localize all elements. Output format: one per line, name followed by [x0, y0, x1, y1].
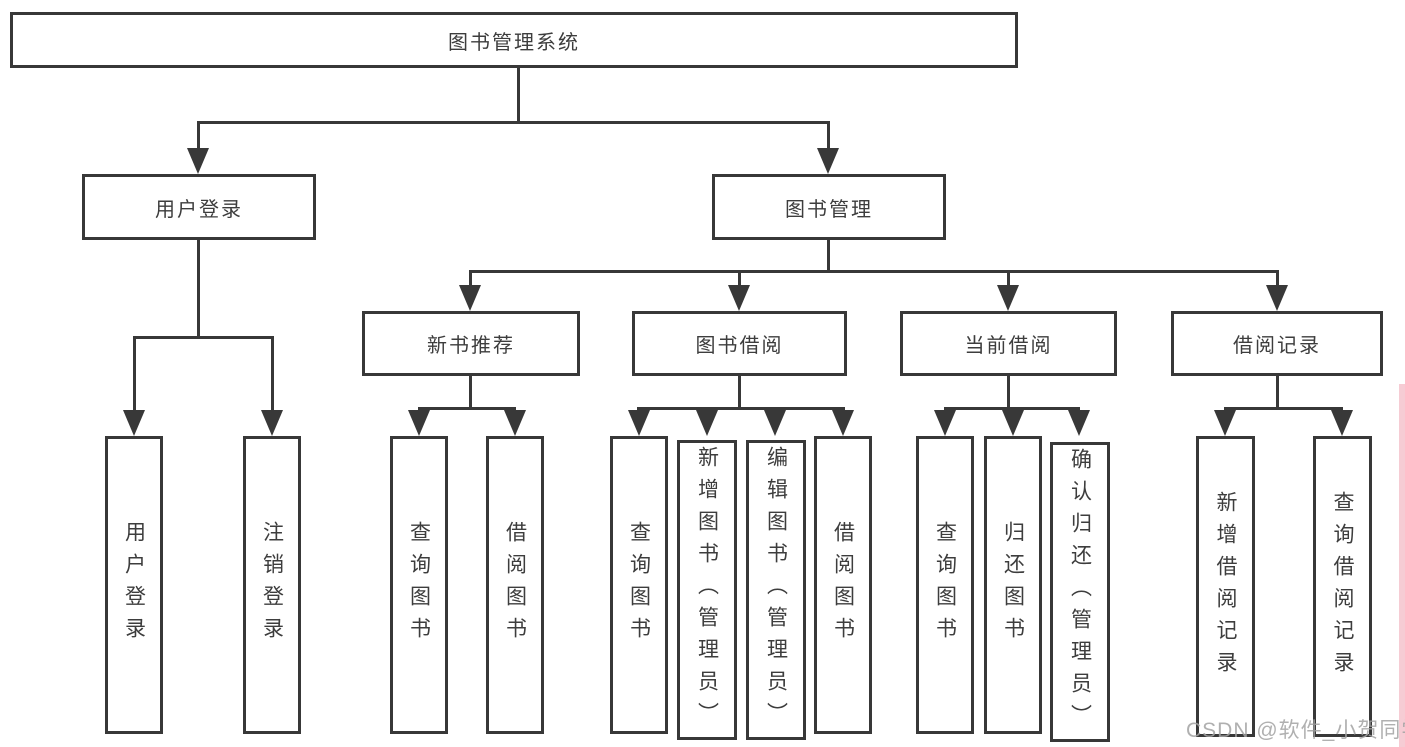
connector-line [197, 121, 830, 124]
connector-line [197, 124, 200, 148]
leaf-cb-query-books-label: 查询图书 [933, 521, 957, 649]
connector-line [133, 336, 274, 339]
node-current-borrow: 当前借阅 [900, 311, 1117, 376]
arrowhead-down-icon [504, 410, 526, 436]
leaf-br-add-record: 新增借阅记录 [1196, 436, 1255, 737]
arrowhead-down-icon [696, 410, 718, 436]
connector-line [133, 339, 136, 410]
leaf-logout: 注销登录 [243, 436, 301, 734]
connector-line [469, 376, 472, 407]
arrowhead-down-icon [459, 285, 481, 311]
arrowhead-down-icon [408, 410, 430, 436]
node-user-login: 用户登录 [82, 174, 316, 240]
arrowhead-down-icon [817, 148, 839, 174]
connector-line [469, 273, 472, 285]
connector-line [418, 407, 516, 410]
arrowhead-down-icon [1002, 410, 1024, 436]
connector-line [827, 124, 830, 148]
leaf-cb-return-books-label: 归还图书 [1001, 521, 1025, 649]
leaf-bb-edit-books-admin-label: 编辑图书（管理员） [764, 446, 788, 734]
connector-line [1007, 376, 1010, 407]
leaf-cb-confirm-return-admin: 确认归还（管理员） [1050, 442, 1110, 742]
leaf-bb-borrow-books-label: 借阅图书 [831, 521, 855, 649]
connector-line [738, 376, 741, 407]
node-user-login-label: 用户登录 [155, 198, 243, 221]
connector-line [1007, 273, 1010, 285]
connector-line [1224, 407, 1343, 410]
arrowhead-down-icon [1331, 410, 1353, 436]
arrowhead-down-icon [728, 285, 750, 311]
edge-strip [1399, 384, 1405, 747]
connector-line [271, 339, 274, 410]
node-book-management: 图书管理 [712, 174, 946, 240]
node-book-borrow-label: 图书借阅 [695, 335, 784, 357]
leaf-br-add-record-label: 新增借阅记录 [1214, 490, 1237, 683]
leaf-br-query-record-label: 查询借阅记录 [1331, 490, 1354, 683]
leaf-nb-borrow-books: 借阅图书 [486, 436, 544, 734]
node-new-book-recommend: 新书推荐 [362, 311, 580, 376]
leaf-logout-label: 注销登录 [260, 521, 284, 649]
arrowhead-down-icon [1214, 410, 1236, 436]
arrowhead-down-icon [628, 410, 650, 436]
connector-line [637, 407, 845, 410]
leaf-bb-edit-books-admin: 编辑图书（管理员） [746, 440, 806, 740]
connector-line [1276, 376, 1279, 407]
connector-line [197, 240, 200, 336]
node-root: 图书管理系统 [10, 12, 1018, 68]
node-new-book-recommend-label: 新书推荐 [427, 335, 515, 357]
arrowhead-down-icon [187, 148, 209, 174]
leaf-bb-add-books-admin-label: 新增图书（管理员） [695, 446, 719, 734]
connector-line [944, 407, 1080, 410]
leaf-br-query-record: 查询借阅记录 [1313, 436, 1372, 737]
connector-line [469, 270, 1279, 273]
leaf-user-login: 用户登录 [105, 436, 163, 734]
node-book-management-label: 图书管理 [785, 198, 873, 221]
leaf-bb-borrow-books: 借阅图书 [814, 436, 872, 734]
leaf-bb-query-books: 查询图书 [610, 436, 668, 734]
connector-line [1276, 273, 1279, 285]
node-root-label: 图书管理系统 [448, 31, 580, 54]
leaf-cb-return-books: 归还图书 [984, 436, 1042, 734]
leaf-bb-query-books-label: 查询图书 [627, 521, 651, 649]
leaf-nb-borrow-books-label: 借阅图书 [503, 521, 527, 649]
leaf-nb-query-books: 查询图书 [390, 436, 448, 734]
node-current-borrow-label: 当前借阅 [964, 335, 1053, 357]
connector-line [827, 240, 830, 270]
watermark: CSDN @软件_小贺同学 [1186, 719, 1405, 742]
leaf-cb-query-books: 查询图书 [916, 436, 974, 734]
arrowhead-down-icon [1068, 410, 1090, 436]
node-book-borrow: 图书借阅 [632, 311, 847, 376]
arrowhead-down-icon [997, 285, 1019, 311]
arrowhead-down-icon [123, 410, 145, 436]
arrowhead-down-icon [764, 410, 786, 436]
connector-line [517, 68, 520, 121]
node-borrow-records-label: 借阅记录 [1233, 335, 1321, 357]
arrowhead-down-icon [1266, 285, 1288, 311]
leaf-user-login-label: 用户登录 [122, 521, 146, 649]
leaf-nb-query-books-label: 查询图书 [407, 521, 431, 649]
connector-line [738, 273, 741, 285]
arrowhead-down-icon [832, 410, 854, 436]
leaf-bb-add-books-admin: 新增图书（管理员） [677, 440, 737, 740]
arrowhead-down-icon [261, 410, 283, 436]
arrowhead-down-icon [934, 410, 956, 436]
node-borrow-records: 借阅记录 [1171, 311, 1383, 376]
leaf-cb-confirm-return-admin-label: 确认归还（管理员） [1068, 448, 1092, 736]
